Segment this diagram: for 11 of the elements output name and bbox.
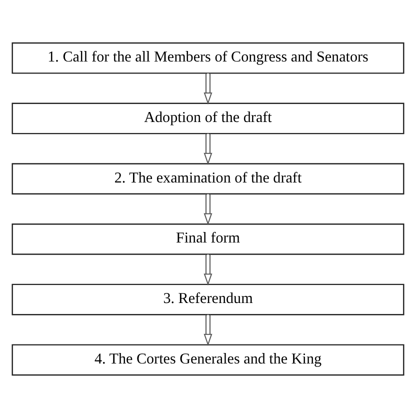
arrow [204,194,212,226]
arrow [204,73,212,105]
arrow [204,254,212,286]
node-box: 4. The Cortes Generales and the King [12,344,404,376]
node-box: Adoption of the draft [12,102,404,134]
arrow [204,134,212,165]
node-box: Final form [12,223,404,255]
node-box: 1. Call for the all Members of Congress and Senators [12,42,404,74]
node-box: 2. The examination of the draft [12,163,404,195]
arrow [204,314,212,346]
node-box: 3. Referendum [12,284,404,316]
